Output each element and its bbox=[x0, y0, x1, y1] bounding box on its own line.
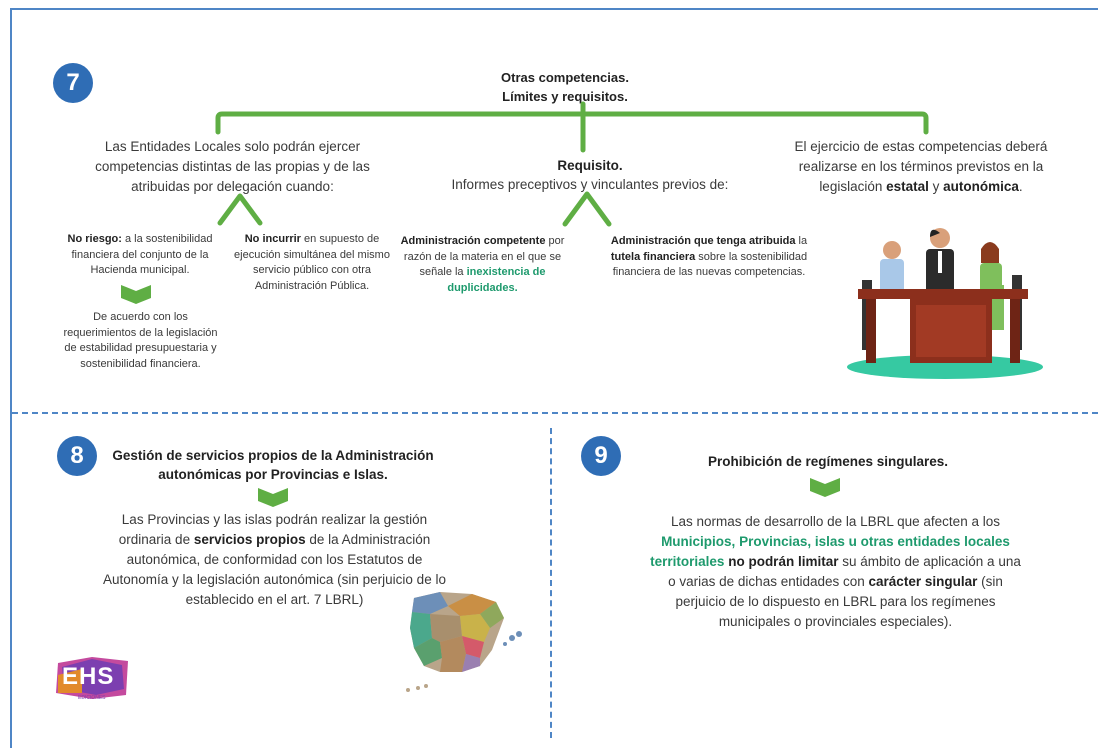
requisito-block: Requisito. Informes preceptivos y vincul… bbox=[451, 158, 729, 192]
section-7-left-text: Las Entidades Locales solo podrán ejerce… bbox=[95, 139, 370, 194]
section-7-right-text: El ejercicio de estas competencias deber… bbox=[794, 139, 1048, 194]
section-7-title: Otras competencias. Límites y requisitos… bbox=[501, 70, 629, 104]
chevron-down-icon bbox=[121, 285, 151, 304]
horizontal-divider bbox=[12, 412, 1098, 414]
spain-map bbox=[406, 592, 522, 692]
section-9-title: Prohibición de regímenes singulares. bbox=[707, 454, 949, 469]
chevron-down-icon bbox=[258, 488, 288, 507]
chevron-down-icon bbox=[810, 478, 840, 497]
ehs-logo: EHS EDICIONES bbox=[52, 655, 132, 703]
section-7-badge: 7 bbox=[53, 63, 93, 103]
meeting-illustration bbox=[847, 228, 1043, 379]
no-riesgo-text: No riesgo: a la sostenibilidad financier… bbox=[67, 233, 213, 276]
section-9-badge: 9 bbox=[581, 436, 621, 476]
section-8-title: Gestión de servicios propios de la Admin… bbox=[112, 448, 434, 482]
section-8-text: Las Provincias y las islas podrán realiz… bbox=[103, 512, 446, 607]
section-9-text: Las normas de desarrollo de la LBRL que … bbox=[650, 514, 1021, 629]
admin-tutela-text: Administración que tenga atribuida la tu… bbox=[610, 235, 808, 278]
no-riesgo-detail: De acuerdo con los requerimientos de la … bbox=[63, 311, 218, 370]
admin-competente-text: Administración competente por razón de l… bbox=[400, 235, 565, 294]
vertical-divider bbox=[550, 428, 552, 738]
section-8-badge: 8 bbox=[57, 436, 97, 476]
no-incurrir-text: No incurrir en supuesto de ejecución sim… bbox=[234, 233, 390, 292]
page-frame bbox=[10, 8, 1098, 748]
